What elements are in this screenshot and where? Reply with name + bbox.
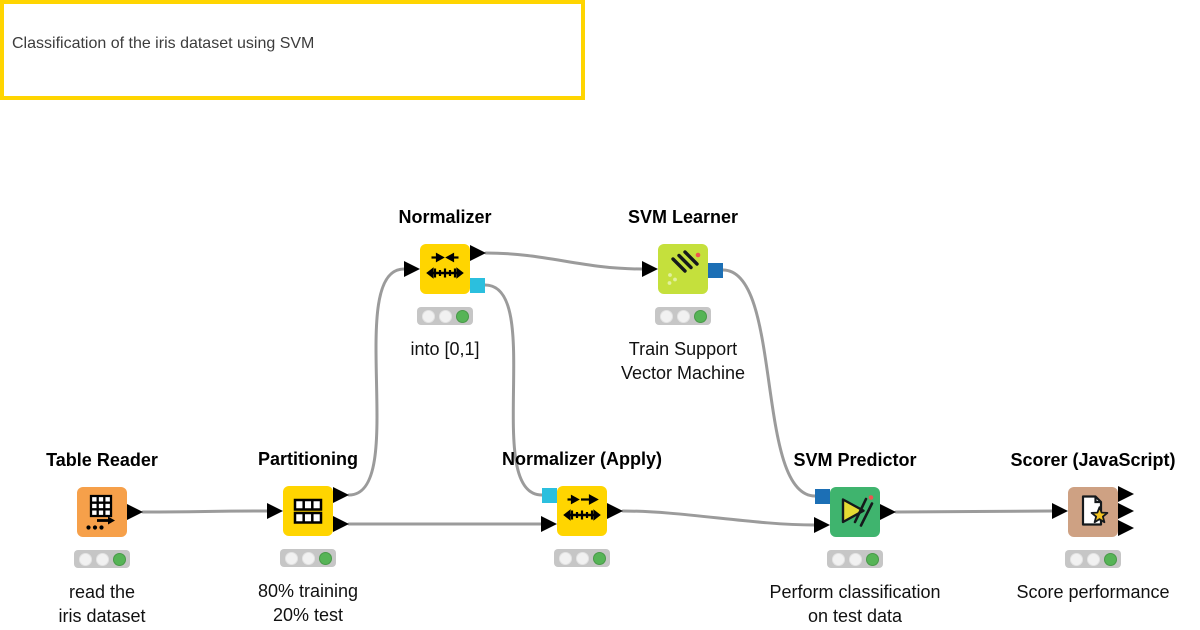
node-body[interactable] — [541, 486, 623, 536]
node-status-traffic-light — [1065, 550, 1121, 568]
workflow-annotation[interactable]: Classification of the iris dataset using… — [0, 0, 585, 100]
status-circle — [284, 551, 298, 565]
status-circle — [558, 551, 572, 565]
status-circle — [592, 551, 606, 565]
output-port[interactable] — [127, 504, 143, 520]
input-port[interactable] — [404, 261, 420, 277]
status-circle — [78, 552, 92, 566]
node-caption[interactable]: Score performance — [1016, 582, 1170, 602]
status-circle — [575, 551, 589, 565]
node-table-reader: Table Reader read the iris dataset — [46, 450, 158, 626]
connection-wire[interactable] — [347, 267, 406, 497]
input-port[interactable] — [1052, 503, 1068, 519]
connection-wire[interactable] — [894, 509, 1054, 514]
node-body[interactable] — [77, 487, 143, 537]
node-title[interactable]: Normalizer (Apply) — [501, 449, 663, 469]
node-normalizer: Normalizer into [0,1] — [398, 207, 491, 359]
input-port[interactable] — [642, 261, 658, 277]
connection-wire[interactable] — [141, 509, 269, 514]
status-circle — [1086, 552, 1100, 566]
node-caption[interactable]: Perform classification on test data — [769, 582, 941, 626]
output-port[interactable] — [1118, 520, 1134, 536]
status-circle — [421, 309, 435, 323]
input-port[interactable] — [541, 516, 557, 532]
node-status-traffic-light — [74, 550, 130, 568]
status-circle — [659, 309, 673, 323]
node-partitioning: Partitioning 80% training 20% test — [258, 449, 358, 625]
status-circle — [831, 552, 845, 566]
annotation-text: Classification of the iris dataset using… — [12, 35, 315, 52]
status-circle — [693, 309, 707, 323]
input-port[interactable] — [542, 488, 557, 503]
node-status-traffic-light — [280, 549, 336, 567]
node-title[interactable]: SVM Learner — [627, 207, 739, 227]
status-circle — [865, 552, 879, 566]
output-port[interactable] — [470, 245, 486, 261]
status-circle — [455, 309, 469, 323]
node-body[interactable] — [642, 244, 723, 294]
node-body[interactable] — [1052, 486, 1134, 537]
node-svm-learner: SVM Learner Train Support Vector Machine — [621, 207, 745, 383]
node-status-traffic-light — [655, 307, 711, 325]
status-circle — [318, 551, 332, 565]
node-title[interactable]: Scorer (JavaScript) — [1010, 450, 1176, 470]
node-caption[interactable]: Train Support Vector Machine — [620, 339, 746, 383]
status-circle — [848, 552, 862, 566]
node-svm-predictor: SVM Predictor Perform classification on … — [769, 450, 940, 626]
node-normalizer-apply: Normalizer (Apply) — [502, 449, 662, 567]
node-caption[interactable]: 80% training 20% test — [257, 581, 359, 625]
node-status-traffic-light — [417, 307, 473, 325]
output-port[interactable] — [333, 487, 349, 503]
output-port[interactable] — [1118, 486, 1134, 502]
input-port[interactable] — [814, 517, 830, 533]
node-body[interactable] — [814, 487, 896, 537]
status-circle — [301, 551, 315, 565]
node-caption[interactable]: into [0,1] — [410, 339, 480, 359]
connection-wire[interactable] — [721, 268, 817, 498]
node-scorer: Scorer (JavaScript) Score performance — [1010, 450, 1175, 602]
status-circle — [95, 552, 109, 566]
output-port[interactable] — [333, 516, 349, 532]
node-body[interactable] — [404, 244, 486, 294]
node-title[interactable]: Partitioning — [258, 449, 358, 469]
output-port[interactable] — [880, 504, 896, 520]
output-port[interactable] — [470, 278, 485, 293]
node-status-traffic-light — [827, 550, 883, 568]
input-port[interactable] — [815, 489, 830, 504]
output-port[interactable] — [607, 503, 623, 519]
output-port[interactable] — [708, 263, 723, 278]
node-title[interactable]: Normalizer — [398, 207, 492, 227]
output-port[interactable] — [1118, 503, 1134, 519]
connection-wire[interactable] — [483, 283, 544, 497]
node-caption[interactable]: read the iris dataset — [58, 582, 146, 626]
status-circle — [112, 552, 126, 566]
node-status-traffic-light — [554, 549, 610, 567]
status-circle — [1069, 552, 1083, 566]
status-circle — [676, 309, 690, 323]
status-circle — [438, 309, 452, 323]
connection-wire[interactable] — [621, 509, 816, 527]
input-port[interactable] — [267, 503, 283, 519]
node-body[interactable] — [267, 486, 349, 536]
connection-wire[interactable] — [484, 251, 644, 271]
node-title[interactable]: Table Reader — [46, 450, 158, 470]
status-circle — [1103, 552, 1117, 566]
node-title[interactable]: SVM Predictor — [793, 450, 917, 470]
